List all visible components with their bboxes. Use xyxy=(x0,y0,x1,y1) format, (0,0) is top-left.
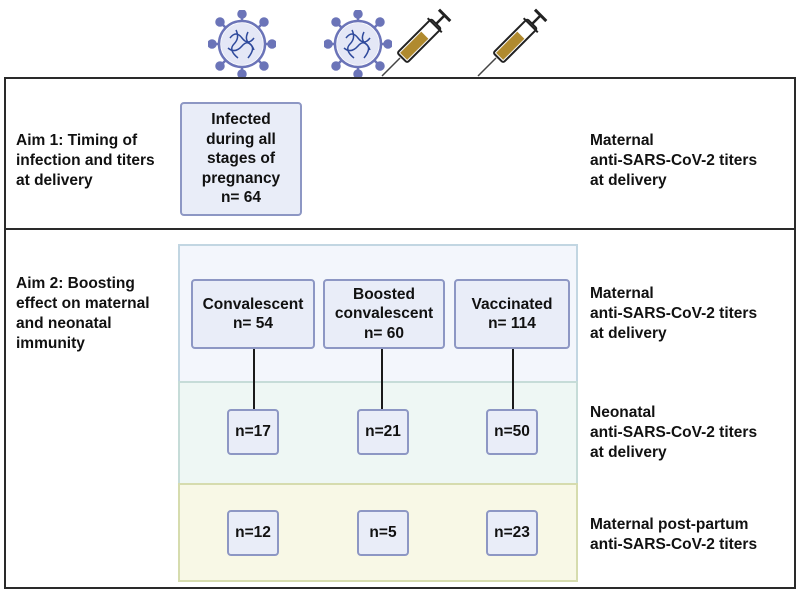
postpartum-boosted-count: n=5 xyxy=(357,510,409,556)
postpartum-outcome-label: Maternal post-partum anti-SARS-CoV-2 tit… xyxy=(590,516,758,553)
virus-icon xyxy=(208,10,276,78)
connector-line xyxy=(253,347,255,410)
neonatal-boosted-count: n=21 xyxy=(357,409,409,455)
group-vaccinated-box: Vaccinated n= 114 xyxy=(454,279,570,349)
neonatal-outcome-label: Neonatal anti-SARS-CoV-2 titers at deliv… xyxy=(590,404,758,461)
neonatal-convalescent-count: n=17 xyxy=(227,409,279,455)
aim2-label: Aim 2: Boosting effect on maternal and n… xyxy=(16,275,150,352)
maternal-outcome-label: Maternal anti-SARS-CoV-2 titers at deliv… xyxy=(590,285,758,342)
aim1-outcome-label: Maternal anti-SARS-CoV-2 titers at deliv… xyxy=(590,132,758,189)
neonatal-vaccinated-count: n=50 xyxy=(486,409,538,455)
connector-line xyxy=(381,347,383,410)
syringe-icon xyxy=(477,8,548,77)
connector-line xyxy=(512,347,514,410)
group-convalescent-box: Convalescent n= 54 xyxy=(191,279,315,349)
syringe-icon xyxy=(381,8,452,77)
postpartum-convalescent-count: n=12 xyxy=(227,510,279,556)
aim1-label: Aim 1: Timing of infection and titers at… xyxy=(16,132,155,189)
virus-icon xyxy=(324,10,392,78)
group-boosted-convalescent-box: Boosted convalescent n= 60 xyxy=(323,279,445,349)
postpartum-vaccinated-count: n=23 xyxy=(486,510,538,556)
aim1-infected-box: Infected during all stages of pregnancy … xyxy=(180,102,302,216)
